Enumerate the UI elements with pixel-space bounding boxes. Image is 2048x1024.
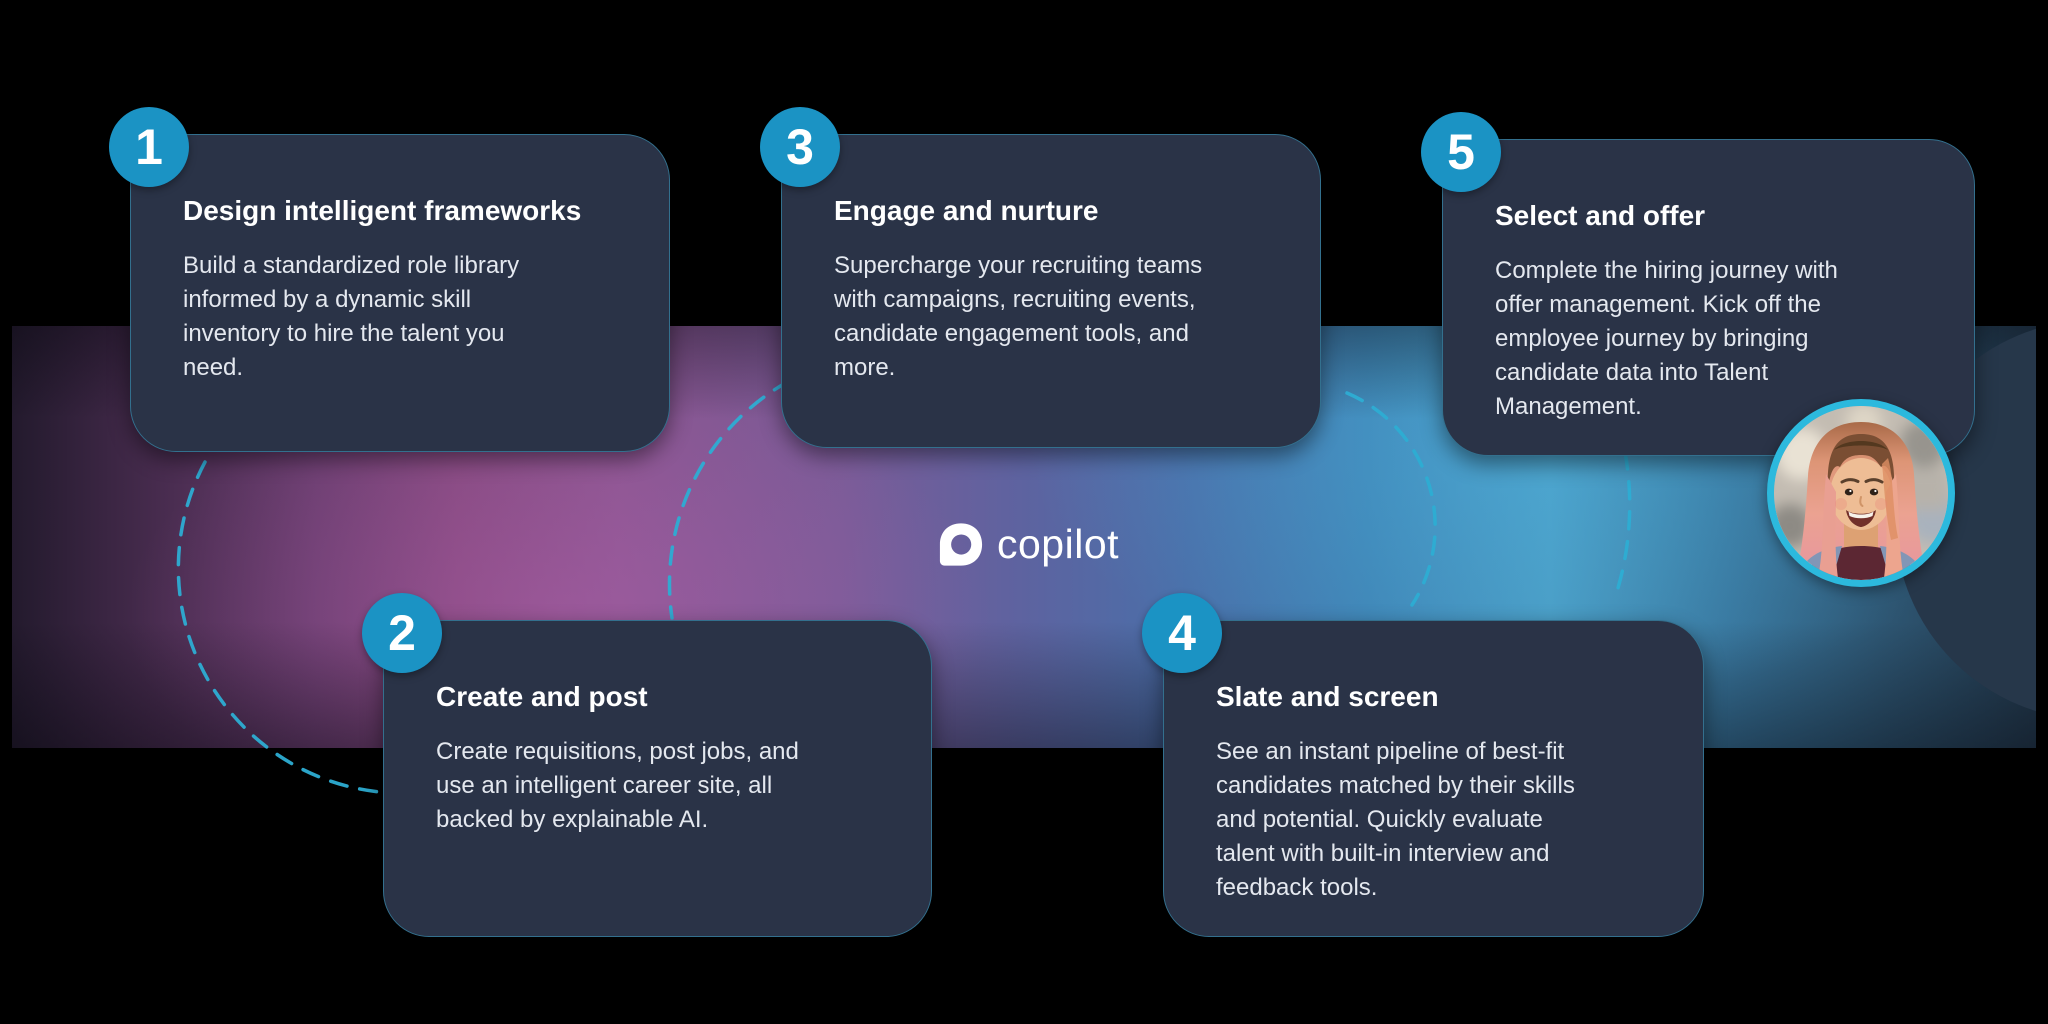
copilot-logo-text: copilot (997, 520, 1120, 567)
step-number-badge-3: 3 (760, 107, 840, 187)
step-card-1: 1 Design intelligent frameworks Build a … (109, 107, 670, 452)
connector-arc-4-5 (1616, 450, 1632, 590)
copilot-bubble-icon (939, 522, 983, 566)
step-card-4: 4 Slate and screen See an instant pipeli… (1142, 593, 1704, 937)
step-number-badge-4: 4 (1142, 593, 1222, 673)
avatar-photo (1774, 406, 1948, 580)
step-number-badge-2: 2 (362, 593, 442, 673)
copilot-logo: copilot (938, 516, 1119, 572)
step-title-4: Slate and screen (1216, 681, 1439, 712)
connector-arc-3-4 (1345, 391, 1437, 607)
step-number-badge-1: 1 (109, 107, 189, 187)
connector-arc-3-2 (667, 379, 791, 620)
step-title-5: Select and offer (1495, 200, 1706, 231)
step-card-2: 2 Create and post Create requisitions, p… (362, 593, 932, 937)
step-description-1: Build a standardized role library inform… (183, 252, 520, 381)
step-description-3: Supercharge your recruiting teams with c… (834, 252, 1203, 381)
step-description-4: See an instant pipeline of best-fit cand… (1216, 738, 1575, 901)
step-description-5: Complete the hiring journey with offer m… (1495, 257, 1838, 420)
step-title-1: Design intelligent frameworks (183, 195, 582, 226)
step-title-3: Engage and nurture (834, 195, 1099, 226)
connector-arc-1-2 (176, 460, 382, 794)
step-number-badge-5: 5 (1421, 112, 1501, 192)
step-description-2: Create requisitions, post jobs, and use … (436, 738, 799, 833)
candidate-avatar (1767, 399, 1955, 587)
step-card-3: 3 Engage and nurture Supercharge your re… (760, 107, 1321, 448)
step-title-2: Create and post (436, 681, 648, 712)
